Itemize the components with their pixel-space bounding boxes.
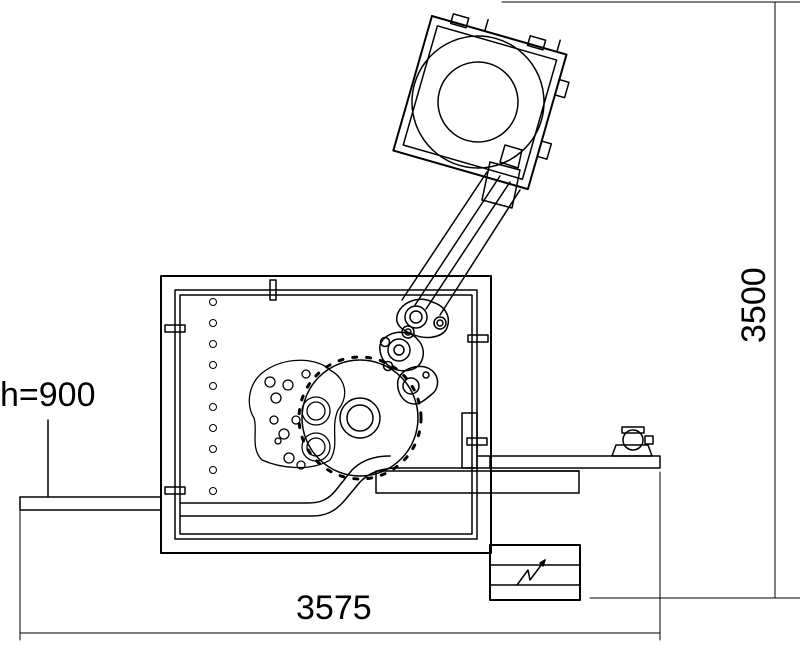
gear-assembly [379, 325, 425, 372]
drive-head [392, 13, 570, 191]
main-tank [160, 275, 492, 554]
rotary-table [297, 355, 423, 481]
height-dimension-label: h=900 [0, 376, 96, 414]
outlet-chute [179, 455, 661, 517]
diagonal-arm [401, 144, 523, 316]
electrical-box-lightning-icon [516, 559, 546, 586]
crank-joint [395, 298, 450, 339]
hole-row [209, 298, 217, 495]
dimension-lines [19, 1, 800, 641]
electrical-box [489, 544, 581, 601]
depth-dimension-label: 3500 [735, 267, 773, 343]
motor-pump [611, 426, 654, 457]
inlet-pipe [19, 419, 162, 511]
blob-plate [248, 359, 346, 470]
width-dimension-label: 3575 [296, 589, 372, 627]
